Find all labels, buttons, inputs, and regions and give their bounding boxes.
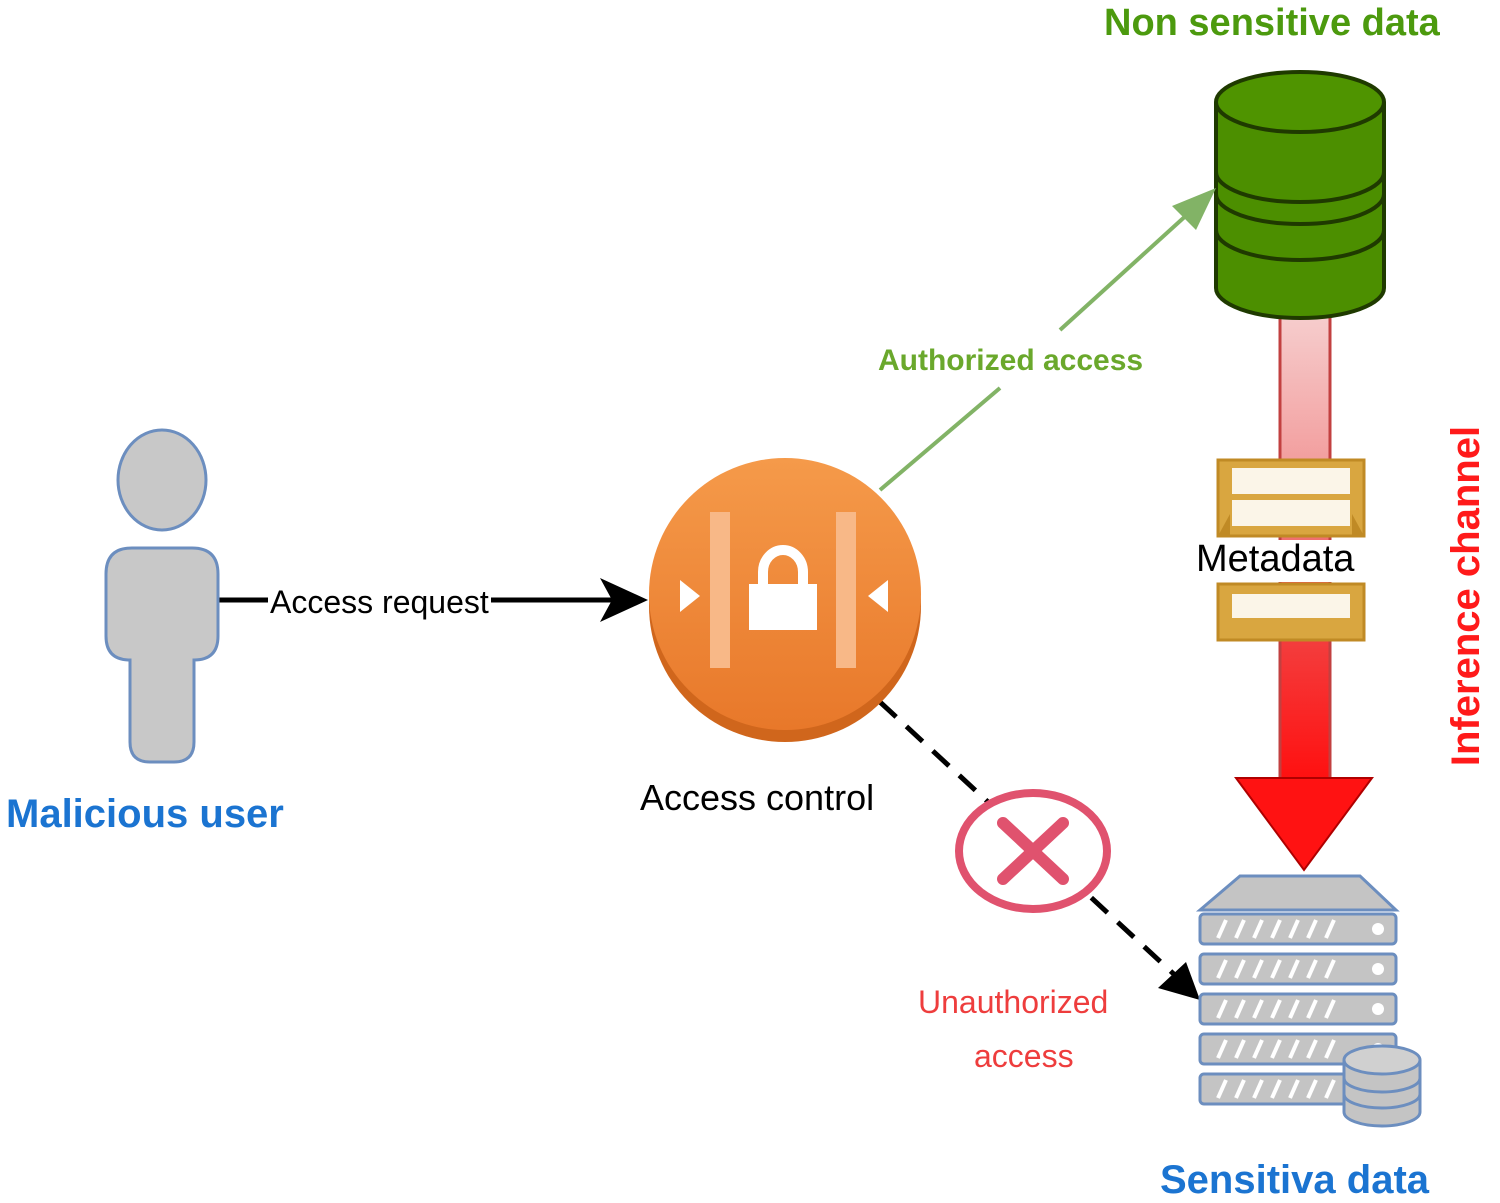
unauthorized-label-line2: access [974, 1038, 1074, 1074]
lock-icon [649, 458, 921, 742]
malicious-user-label: Malicious user [6, 792, 284, 836]
sensitive-data-label: Sensitiva data [1160, 1158, 1430, 1202]
user-icon [104, 428, 220, 764]
access-control-label: Access control [640, 777, 875, 818]
server-unit [1198, 992, 1398, 1026]
server-unit [1198, 952, 1398, 986]
metadata-label: Metadata [1196, 538, 1355, 580]
database-icon [1214, 70, 1386, 320]
non-sensitive-data-label: Non sensitive data [1104, 2, 1440, 44]
inference-channel-label: Inference channel [1444, 425, 1488, 767]
blocked-x-icon [955, 789, 1111, 913]
authorized-access-label: Authorized access [876, 344, 1146, 377]
small-database-icon [1342, 1044, 1422, 1128]
unauthorized-access-arrow [878, 700, 1200, 1000]
access-request-label: Access request [268, 584, 491, 620]
unauthorized-label-line1: Unauthorized [918, 984, 1109, 1020]
server-unit [1198, 912, 1398, 946]
metadata-icon [1190, 458, 1390, 642]
authorized-access-arrow [878, 188, 1216, 492]
